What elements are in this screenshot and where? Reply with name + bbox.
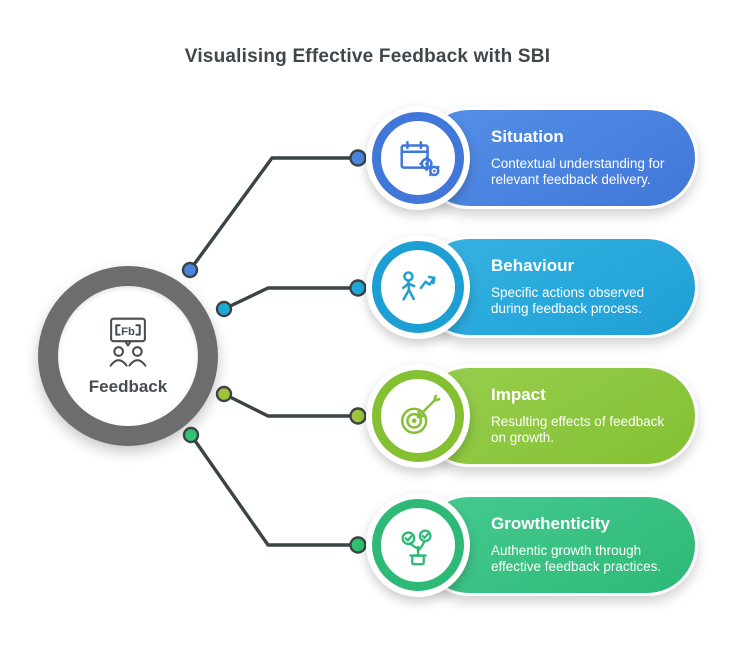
card-title: Growthenticity	[491, 514, 611, 534]
badge-situation	[366, 106, 470, 210]
connector-dot-end	[349, 536, 367, 554]
card-situation: Situation Contextual understanding for r…	[418, 107, 698, 209]
feedback-hub: Fb Feedback	[38, 266, 218, 446]
badge-growthenticity	[366, 493, 470, 597]
card-description: Authentic growth through effective feedb…	[491, 542, 662, 574]
card-title: Situation	[491, 127, 564, 147]
hub-icon-text: Fb	[121, 326, 135, 338]
feedback-hub-label: Feedback	[88, 376, 168, 396]
card-description: Contextual understanding for relevant fe…	[491, 155, 665, 187]
connector-dot-start	[181, 261, 199, 279]
card-title: Behaviour	[491, 256, 575, 276]
card-title: Impact	[491, 385, 546, 405]
plant-checkmarks-icon	[401, 529, 432, 566]
walking-person-arrow-icon	[401, 271, 436, 301]
connector-dot-start	[215, 385, 233, 403]
badge-impact	[366, 364, 470, 468]
target-arrow-icon	[400, 394, 441, 435]
connector-impact	[215, 385, 367, 425]
connector-dot-start	[215, 300, 233, 318]
calendar-gears-icon	[400, 140, 440, 177]
connector-situation	[181, 149, 367, 279]
card-description: Specific actions observed during feedbac…	[491, 284, 645, 316]
page-title: Visualising Effective Feedback with SBI	[184, 46, 551, 67]
connector-dot-end	[349, 279, 367, 297]
badge-behaviour	[366, 235, 470, 339]
connector-dot-end	[349, 407, 367, 425]
connector-dot-end	[349, 149, 367, 167]
connector-behaviour	[215, 279, 367, 318]
connector-growthenticity	[182, 426, 367, 554]
connector-dot-start	[182, 426, 200, 444]
presentation-people-icon: Fb	[109, 317, 147, 367]
card-description: Resulting effects of feedback on growth.	[491, 413, 665, 445]
